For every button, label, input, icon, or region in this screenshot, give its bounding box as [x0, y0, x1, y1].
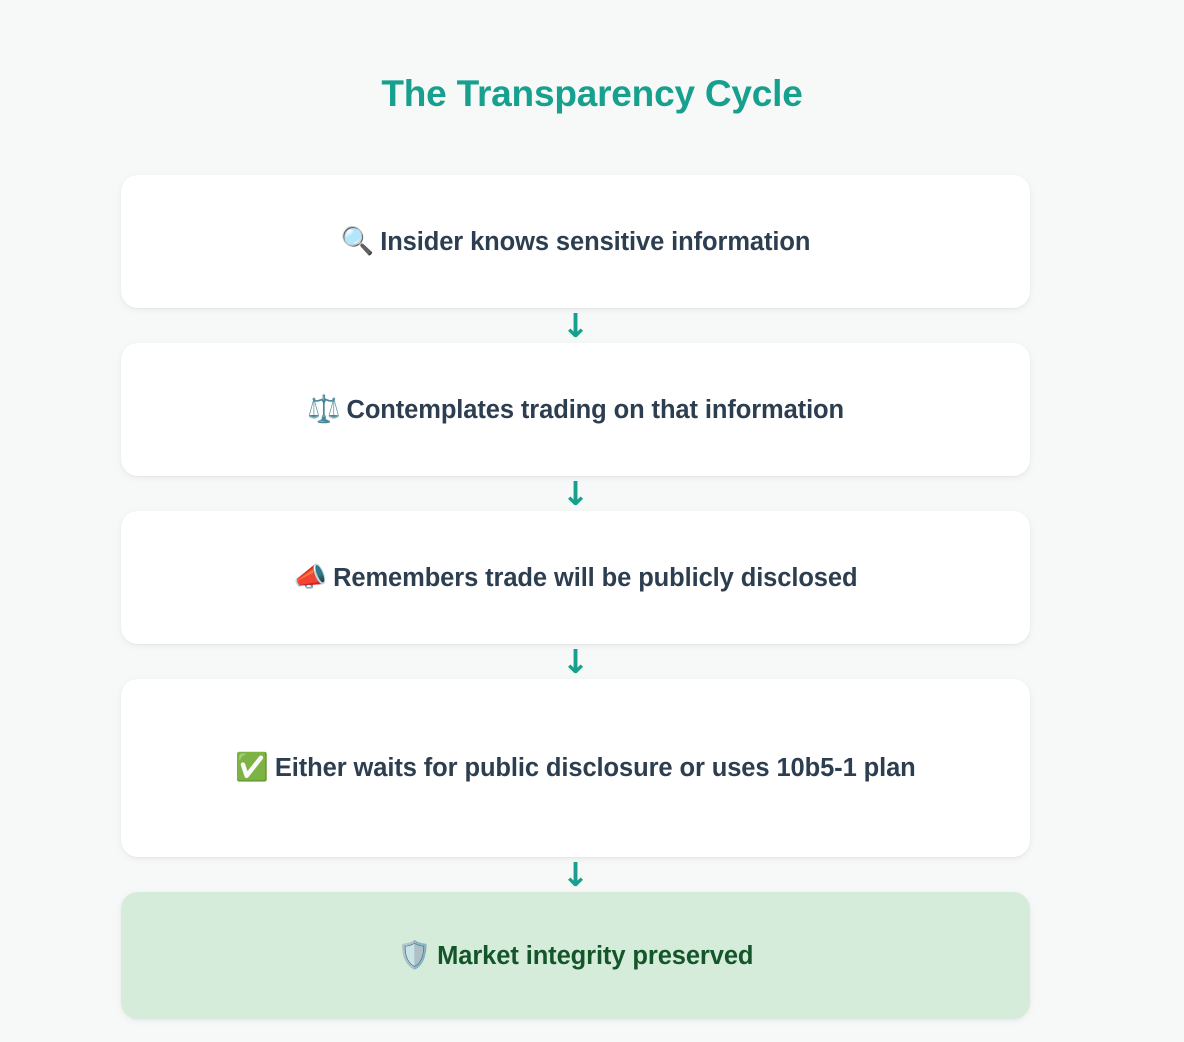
- flow-arrow-2: ↓: [561, 474, 590, 513]
- flow-step-label-1: 🔍Insider knows sensitive information: [341, 215, 811, 269]
- page-title: The Transparency Cycle: [381, 73, 803, 114]
- flow-step-text-4: Either waits for public disclosure or us…: [274, 754, 916, 782]
- flow-step-label-5: 🛡️Market integrity preserved: [398, 929, 754, 983]
- flow-arrow-1: ↓: [561, 306, 590, 345]
- magnifying-glass-icon: 🔍: [340, 225, 375, 257]
- flow-step-text-1: Insider knows sensitive information: [380, 227, 811, 256]
- flow-arrow-4: ↓: [561, 855, 590, 894]
- flow-step-card-4: ✅Either waits for public disclosure or u…: [121, 679, 1030, 857]
- shield-icon: 🛡️: [397, 939, 432, 971]
- flow-step-label-4: ✅Either waits for public disclosure or u…: [235, 741, 915, 795]
- flow-step-card-1: 🔍Insider knows sensitive information: [121, 175, 1030, 308]
- flow-step-card-3: 📣Remembers trade will be publicly disclo…: [121, 511, 1030, 644]
- balance-scale-icon: ⚖️: [306, 393, 341, 425]
- flow-step-card-2: ⚖️Contemplates trading on that informati…: [121, 343, 1030, 476]
- flow-step-text-2: Contemplates trading on that information: [346, 395, 845, 424]
- check-mark-button-icon: ✅: [235, 752, 269, 783]
- flow-step-list: 🔍Insider knows sensitive information ↓ ⚖…: [121, 175, 1030, 1019]
- flow-step-text-3: Remembers trade will be publicly disclos…: [333, 563, 858, 592]
- megaphone-icon: 📣: [293, 561, 328, 593]
- flow-step-card-5: 🛡️Market integrity preserved: [121, 892, 1030, 1019]
- flow-step-text-5: Market integrity preserved: [437, 941, 754, 970]
- flow-step-label-3: 📣Remembers trade will be publicly disclo…: [294, 551, 858, 605]
- flow-step-label-2: ⚖️Contemplates trading on that informati…: [307, 383, 844, 437]
- flow-arrow-3: ↓: [561, 642, 590, 681]
